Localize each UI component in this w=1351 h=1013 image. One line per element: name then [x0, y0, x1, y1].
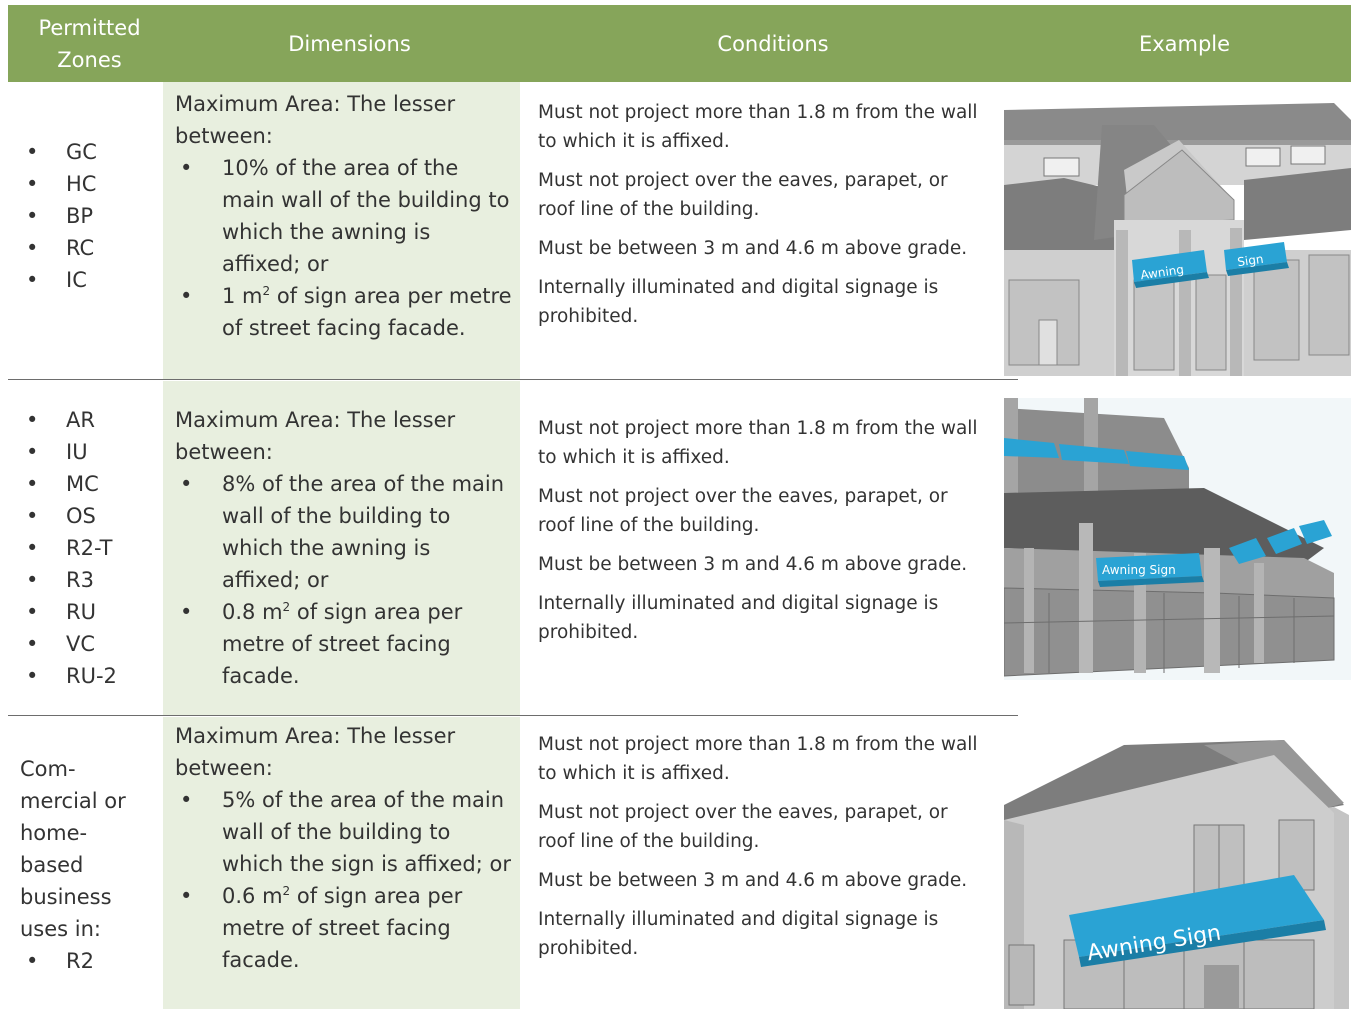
dimension-item: 0.6 m2 of sign area per metre of street …: [175, 880, 515, 976]
dimensions-cell-row2: Maximum Area: The lesser between: 8% of …: [175, 404, 515, 692]
condition-text: Internally illuminated and digital signa…: [538, 909, 939, 959]
table-header: Permitted Zones Dimensions Conditions Ex…: [8, 5, 1351, 82]
zones-cell-row3: Com-mercial or home-based business uses …: [8, 753, 168, 977]
example-image-row2: Awning Sign: [1003, 398, 1351, 680]
dimensions-cell-row1: Maximum Area: The lesser between: 10% of…: [175, 88, 515, 344]
condition-text: Internally illuminated and digital signa…: [538, 593, 939, 643]
zone-item: IU: [8, 436, 168, 468]
condition-text: Must be between 3 m and 4.6 m above grad…: [538, 238, 968, 259]
example-image-row1: Awning Sign: [1004, 100, 1351, 376]
building-illustration-2: Awning Sign: [1003, 398, 1351, 680]
header-example: Example: [1138, 31, 1231, 56]
condition-text: Must be between 3 m and 4.6 m above grad…: [538, 870, 968, 891]
zone-item: GC: [8, 136, 168, 168]
zone-item: R3: [8, 564, 168, 596]
conditions-cell-row2: Must not project more than 1.8 m from th…: [538, 414, 988, 657]
superscript: 2: [282, 884, 291, 898]
zone-item: VC: [8, 628, 168, 660]
condition-text: Internally illuminated and digital signa…: [538, 277, 939, 327]
zone-item: RU-2: [8, 660, 168, 692]
zone-item: RC: [8, 232, 168, 264]
superscript: 2: [282, 600, 291, 614]
dimensions-cell-row3: Maximum Area: The lesser between: 5% of …: [175, 720, 515, 976]
zones-cell-row2: AR IU MC OS R2-T R3 RU VC RU-2: [8, 404, 168, 692]
zone-item: IC: [8, 264, 168, 296]
conditions-cell-row3: Must not project more than 1.8 m from th…: [538, 730, 988, 973]
zone-item: AR: [8, 404, 168, 436]
header-conditions: Conditions: [717, 31, 829, 56]
zone-item: RU: [8, 596, 168, 628]
zones-intro: Com-mercial or home-based business uses …: [20, 757, 126, 941]
condition-text: Must not project over the eaves, parapet…: [538, 486, 948, 536]
conditions-cell-row1: Must not project more than 1.8 m from th…: [538, 98, 988, 341]
dimension-text: of sign area per metre of street facing …: [222, 600, 463, 688]
awning-sign-text: Sign: [1236, 252, 1264, 270]
row-separator: [8, 379, 1018, 380]
condition-text: Must not project more than 1.8 m from th…: [538, 734, 978, 784]
example-image-row3: Awning Sign: [1004, 725, 1351, 1010]
condition-text: Must not project over the eaves, parapet…: [538, 802, 948, 852]
dimension-item: 10% of the area of the main wall of the …: [175, 152, 515, 280]
zone-item: BP: [8, 200, 168, 232]
condition-text: Must not project over the eaves, parapet…: [538, 170, 948, 220]
zones-cell-row1: GC HC BP RC IC: [8, 136, 168, 296]
dimension-item: 1 m2 of sign area per metre of street fa…: [175, 280, 515, 344]
dimension-item: 5% of the area of the main wall of the b…: [175, 784, 515, 880]
row-separator: [8, 715, 1018, 716]
dimension-text: of sign area per metre of street facing …: [222, 284, 512, 340]
zone-item: R2: [8, 945, 168, 977]
zone-item: OS: [8, 500, 168, 532]
awning-sign-text: Awning Sign: [1102, 563, 1176, 577]
building-illustration-1: Awning Sign: [1004, 103, 1351, 376]
dimension-item: 0.8 m2 of sign area per metre of street …: [175, 596, 515, 692]
zone-item: MC: [8, 468, 168, 500]
dimension-intro: Maximum Area: The lesser between:: [175, 92, 456, 148]
condition-text: Must not project more than 1.8 m from th…: [538, 418, 978, 468]
dimension-intro: Maximum Area: The lesser between:: [175, 724, 456, 780]
dimension-intro: Maximum Area: The lesser between:: [175, 408, 456, 464]
dimension-text: of sign area per metre of street facing …: [222, 884, 463, 972]
dimension-value: 1 m: [222, 284, 263, 308]
condition-text: Must not project more than 1.8 m from th…: [538, 102, 978, 152]
building-illustration-3: Awning Sign: [1004, 740, 1349, 1010]
zone-item: R2-T: [8, 532, 168, 564]
dimension-item: 8% of the area of the main wall of the b…: [175, 468, 515, 596]
header-dimensions: Dimensions: [288, 31, 411, 56]
condition-text: Must be between 3 m and 4.6 m above grad…: [538, 554, 968, 575]
superscript: 2: [262, 284, 271, 298]
awning-sign-text: Awning: [1140, 262, 1185, 282]
zone-item: HC: [8, 168, 168, 200]
dimension-value: 0.6 m: [222, 884, 283, 908]
header-permitted-zones: Permitted Zones: [38, 15, 141, 72]
dimension-value: 0.8 m: [222, 600, 283, 624]
